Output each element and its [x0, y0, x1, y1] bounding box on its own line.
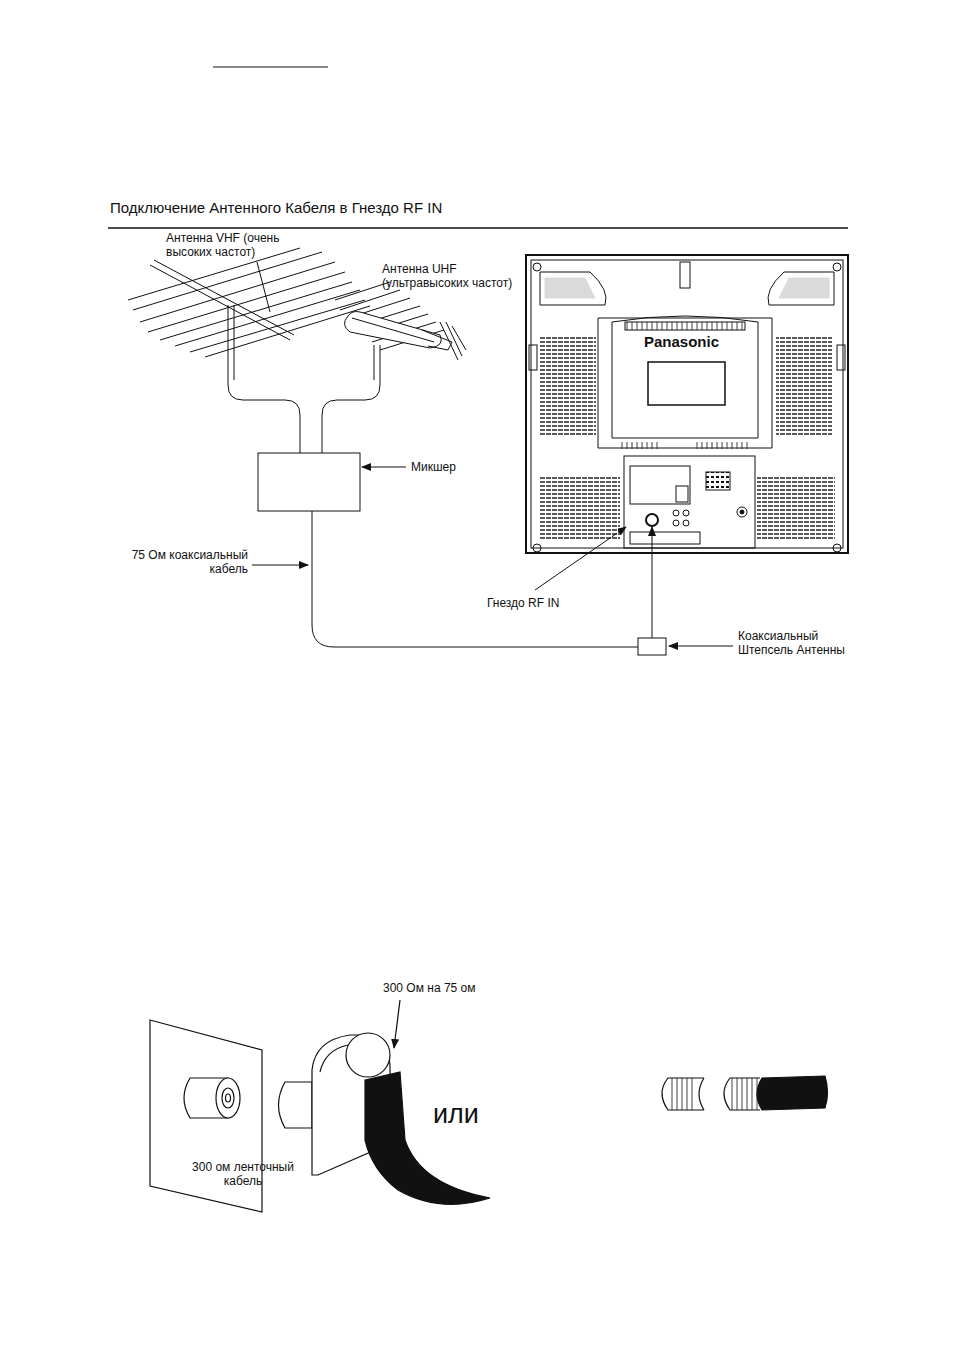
- coax-plug: [638, 638, 666, 655]
- drawing: [108, 67, 848, 1212]
- antenna-label: Антенна VHF (очень высоких частот): [166, 231, 291, 260]
- brand-logo: Panasonic: [642, 333, 721, 351]
- vhf-antenna: [128, 248, 370, 453]
- antenna-label: Антенна UHF (ультравысоких частот): [382, 262, 527, 291]
- leader-line: [362, 467, 406, 468]
- ribbon-label: 300 ом ленточный кабель: [183, 1160, 303, 1189]
- uhf-antenna: [322, 282, 466, 453]
- tv-back: [526, 255, 848, 553]
- or-word: или: [433, 1098, 479, 1130]
- diagram-title: Подключение Антенного Кабеля в Гнездо RF…: [110, 199, 442, 217]
- adapter-figure: [150, 1000, 490, 1212]
- leader-line: [669, 646, 733, 647]
- title-rule: [108, 227, 848, 228]
- leader-line: [252, 565, 308, 566]
- adapter-label: 300 Ом на 75 ом: [383, 981, 476, 995]
- mixer-label: Микшер: [411, 460, 456, 474]
- jack-label: Гнездо RF IN: [487, 596, 559, 610]
- cable-label: 75 Ом коаксиальный кабель: [118, 548, 248, 577]
- plug-label: Коаксиальный Штепсель Антенны: [738, 629, 858, 658]
- connector-figure: [662, 1076, 828, 1110]
- mixer-box: [258, 453, 360, 511]
- top-rule: [213, 67, 328, 68]
